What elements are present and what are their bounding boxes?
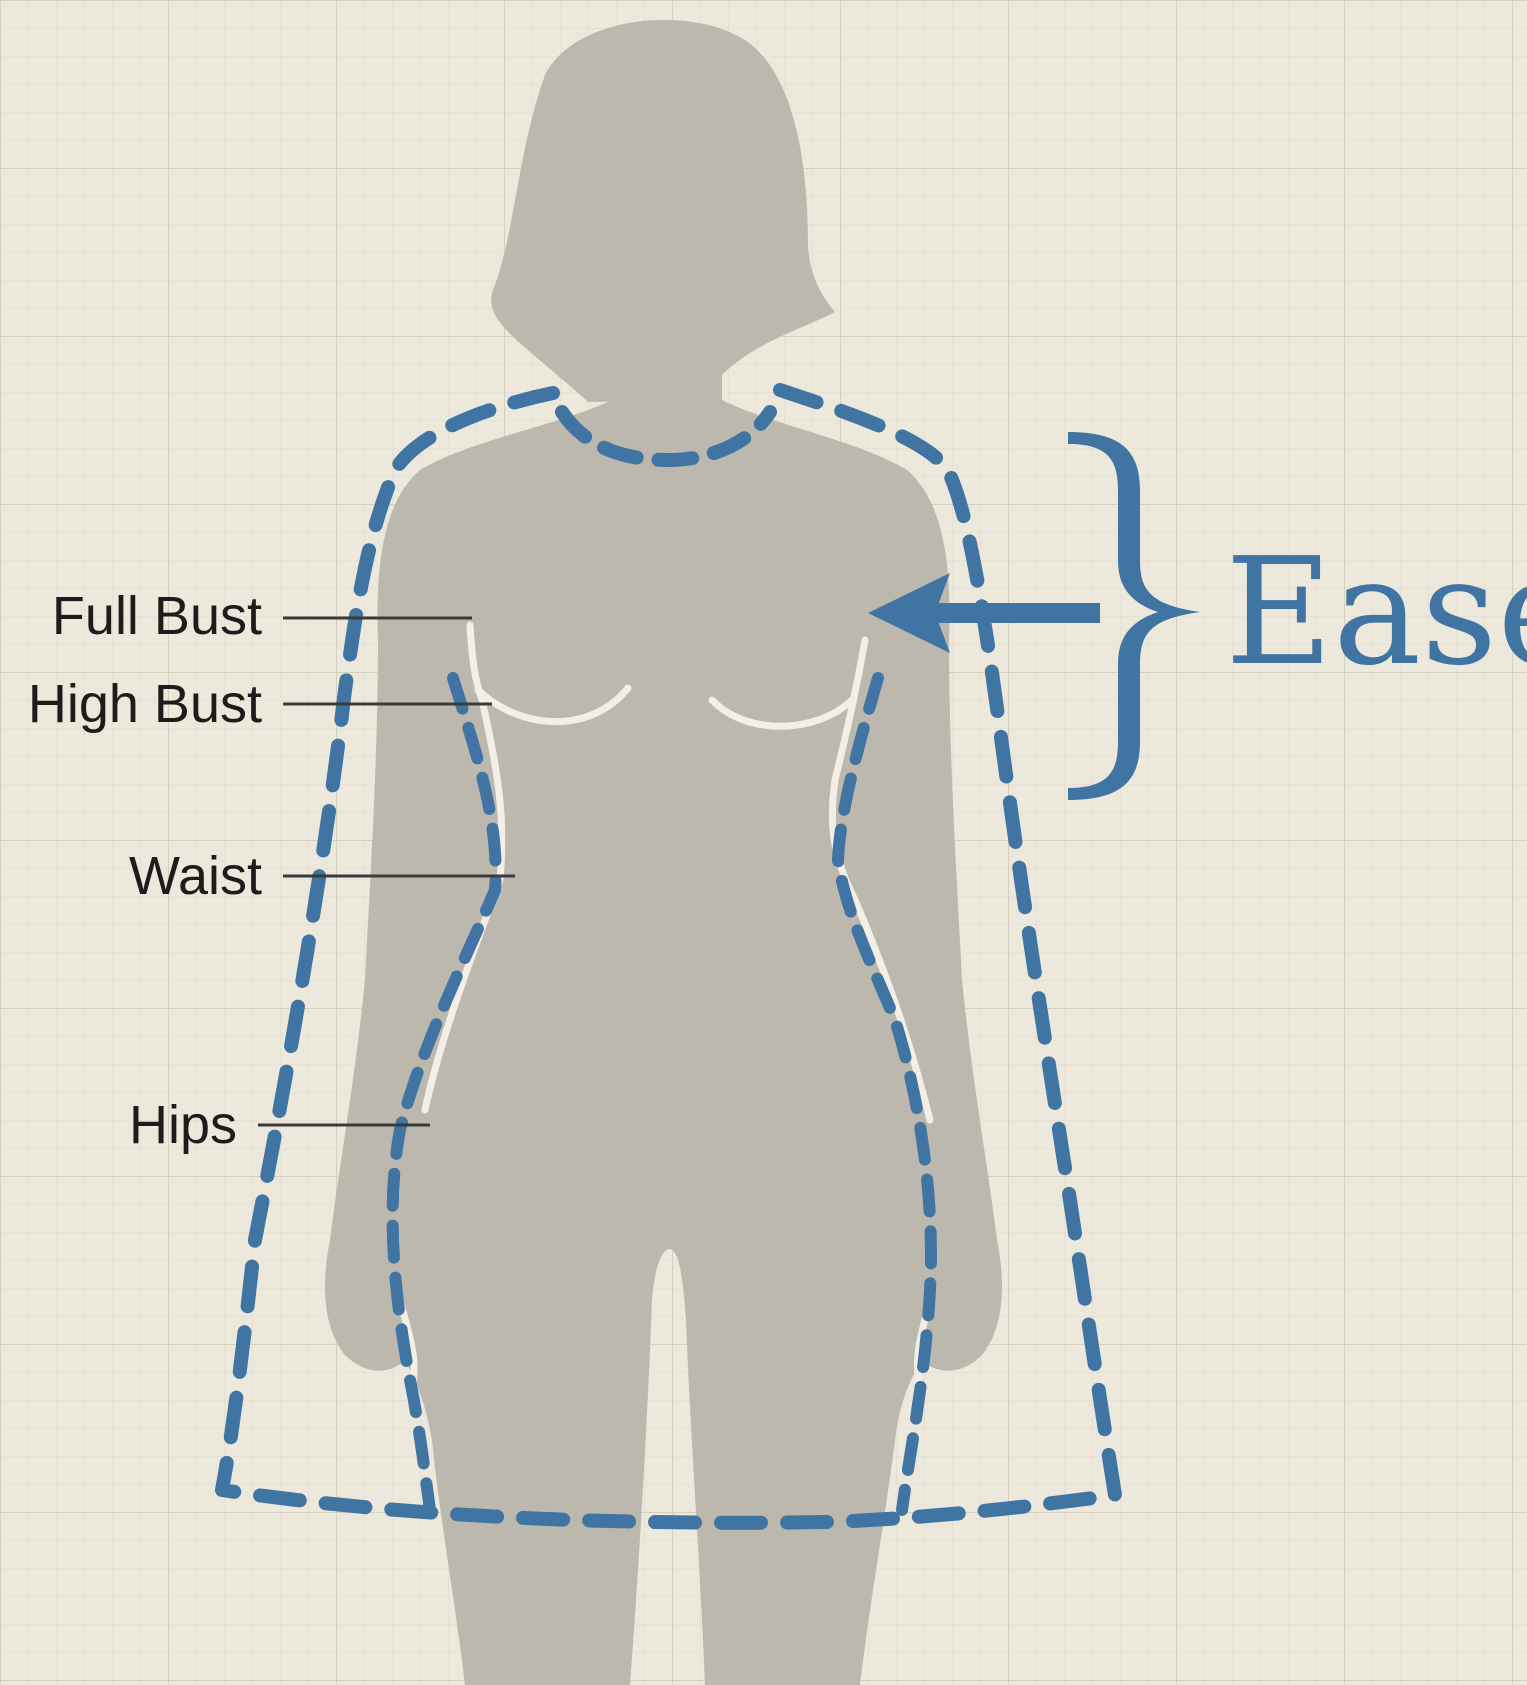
ease-label: Ease [1225,526,1527,698]
hips-label: Hips [129,1095,237,1155]
high-bust-label: High Bust [28,674,262,734]
full-bust-label: Full Bust [52,586,262,646]
silhouette-head [584,80,751,345]
waist-label: Waist [129,846,262,906]
